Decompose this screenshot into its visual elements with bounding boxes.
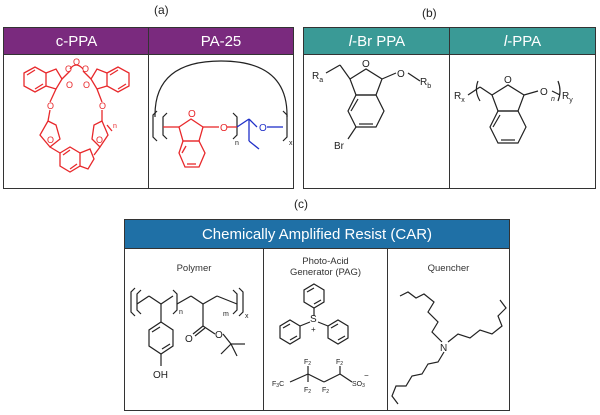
atom-o: O [82, 64, 89, 74]
polymer-structure: OH O O n m x [130, 287, 249, 381]
panel-b-header-rule [304, 54, 595, 56]
r-group: Rx [454, 91, 465, 104]
atom-o: O [220, 123, 228, 134]
subscript-n: n [551, 96, 555, 103]
r-group: Ry [562, 91, 573, 104]
panel-a-table: c-PPA PA-25 [3, 27, 294, 189]
car-title: Chemically Amplified Resist (CAR) [201, 225, 433, 243]
column-header-polymer: Polymer [176, 263, 212, 274]
panel-c-header-rule [125, 248, 509, 250]
c-ppa-structure: O O O O O O O O O n [23, 57, 130, 173]
atom-o: O [73, 57, 80, 67]
cf3-label: F3C [272, 381, 284, 389]
panel-label-a: (a) [154, 3, 169, 17]
atom-o: O [47, 101, 54, 111]
fluorine-label: F2 [304, 359, 311, 367]
panel-c-header: Chemically Amplified Resist (CAR) [125, 220, 509, 248]
atom-n: N [440, 343, 447, 354]
atom-o: O [504, 75, 512, 86]
panel-b-divider [449, 28, 451, 188]
atom-o: O [99, 101, 106, 111]
panel-b-table: l-Br PPA l-PPA Ra O O Rb Br [303, 27, 596, 189]
atom-o: O [47, 135, 54, 145]
column-header-pag: Photo-Acid Generator (PAG) [289, 256, 362, 278]
atom-o: O [215, 330, 223, 341]
pa-25-structure: O O O n x [152, 60, 293, 168]
column-header-quencher: Quencher [427, 263, 470, 274]
atom-s: S [310, 314, 317, 325]
header-pa-25: PA-25 [200, 32, 242, 50]
panel-label-b: (b) [422, 6, 437, 20]
so3-label: SO3 [352, 381, 365, 389]
panel-label-c: (c) [294, 197, 308, 211]
panel-a-divider [148, 28, 150, 188]
panel-c-table: Chemically Amplified Resist (CAR) Polyme… [124, 219, 510, 411]
pag-structure: S + F2 F2 F2 F2 F3C SO3 − [272, 283, 369, 395]
header-c-ppa: c-PPA [55, 32, 98, 50]
l-br-ppa-structure: Ra O O Rb Br [312, 59, 431, 152]
panel-a-header-left: c-PPA [4, 28, 149, 54]
atom-o: O [362, 59, 370, 70]
subscript-n: n [179, 309, 183, 316]
panel-a-header-right: PA-25 [149, 28, 293, 54]
atom-oh: OH [153, 370, 168, 381]
header-l-ppa: l-PPA [503, 32, 542, 50]
atom-o: O [540, 87, 548, 98]
fluorine-label: F2 [304, 387, 311, 395]
r-group: Ra [312, 71, 323, 84]
atom-o: O [188, 109, 196, 120]
charge-minus: − [364, 371, 369, 380]
atom-o: O [397, 69, 405, 80]
l-ppa-structure: Rx O O n Ry [454, 75, 573, 144]
quencher-structure: N [391, 291, 507, 405]
subscript-n: n [235, 140, 239, 147]
header-l-br-ppa: l-Br PPA [348, 32, 406, 50]
subscript-x: x [289, 140, 293, 147]
atom-o: O [66, 80, 73, 90]
atom-br: Br [334, 141, 345, 152]
atom-o: O [259, 123, 267, 134]
subscript-m: m [223, 311, 229, 318]
atom-o: O [185, 334, 193, 345]
r-group: Rb [420, 77, 431, 90]
panel-c-divider-2 [387, 248, 389, 410]
subscript-n: n [113, 123, 117, 130]
atom-o: O [96, 135, 103, 145]
subscript-x: x [245, 313, 249, 320]
fluorine-label: F2 [322, 387, 329, 395]
panel-c-divider-1 [263, 248, 265, 410]
panel-b-header-left: l-Br PPA [304, 28, 450, 54]
charge-plus: + [311, 325, 316, 334]
atom-o: O [65, 64, 72, 74]
panel-b-header-right: l-PPA [450, 28, 595, 54]
fluorine-label: F2 [336, 359, 343, 367]
atom-o: O [83, 80, 90, 90]
panel-a-header-rule [4, 54, 293, 56]
